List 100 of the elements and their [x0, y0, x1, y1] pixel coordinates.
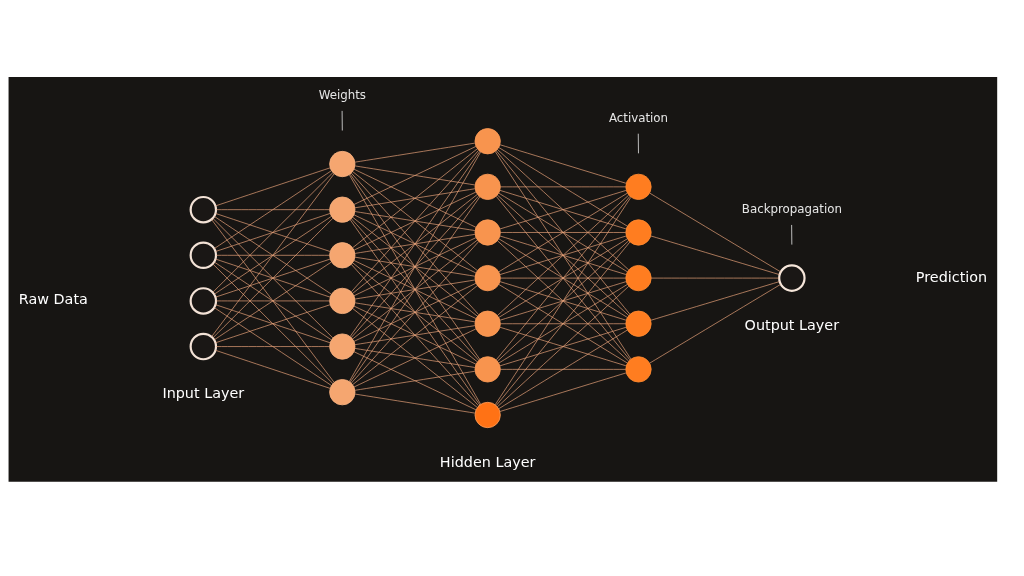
connector — [498, 237, 628, 318]
connector — [354, 210, 476, 231]
label: Raw Data — [18, 290, 88, 307]
connector — [341, 109, 343, 131]
connector — [211, 218, 335, 383]
connector — [350, 195, 479, 338]
node-circle — [625, 355, 652, 382]
connector — [349, 195, 481, 382]
node-circle — [329, 332, 356, 360]
connector — [499, 143, 627, 184]
node-circle — [189, 286, 218, 315]
node-circle — [474, 401, 501, 428]
connector — [350, 172, 479, 315]
node-circle — [189, 332, 218, 360]
connector — [215, 345, 330, 347]
connector — [349, 150, 481, 337]
node-circle — [778, 263, 806, 292]
connector — [649, 192, 781, 272]
node-circle — [625, 173, 652, 200]
connector — [354, 393, 476, 414]
node-circle — [329, 150, 356, 177]
connector — [499, 189, 627, 229]
node-circle — [329, 378, 356, 405]
node-circle — [189, 195, 218, 223]
label: Hidden Layer — [439, 453, 536, 470]
connector — [353, 327, 477, 387]
connector — [498, 329, 628, 409]
connector — [500, 231, 627, 233]
connector — [649, 283, 781, 364]
node-circle — [474, 173, 501, 200]
node-circle — [625, 264, 652, 291]
connector — [637, 132, 639, 154]
node-text: Backpropagation — [741, 201, 842, 216]
node-circle — [474, 127, 501, 154]
connector — [354, 301, 476, 322]
connector — [500, 368, 627, 370]
connector — [650, 277, 780, 279]
connector — [215, 254, 330, 256]
connector — [498, 146, 628, 227]
connector — [353, 145, 477, 205]
connector — [350, 263, 479, 406]
connector — [215, 212, 331, 252]
connector — [496, 194, 630, 316]
connector — [352, 284, 478, 385]
connector — [353, 305, 477, 365]
connector — [213, 215, 332, 295]
connector — [496, 239, 630, 362]
connector — [354, 347, 476, 368]
connector — [352, 193, 478, 294]
connector — [650, 234, 780, 275]
connector — [500, 185, 627, 187]
connector — [213, 261, 332, 340]
connector — [499, 372, 627, 412]
label: Output Layer — [744, 316, 840, 333]
connector — [215, 166, 331, 206]
connector — [499, 280, 627, 321]
connector — [215, 299, 330, 301]
connector — [354, 256, 476, 277]
node-circle — [625, 310, 652, 337]
node-circle — [189, 241, 218, 269]
connector — [212, 171, 334, 293]
connector — [352, 307, 478, 408]
connector — [494, 196, 632, 405]
connector — [495, 149, 631, 315]
connector — [215, 208, 330, 210]
connector — [215, 349, 331, 389]
connector — [212, 262, 334, 384]
connector — [354, 324, 476, 345]
connector — [354, 279, 476, 299]
connector — [495, 240, 631, 406]
connector — [499, 326, 627, 366]
connector — [354, 187, 476, 208]
node-circle — [474, 218, 501, 246]
connector — [350, 240, 479, 384]
connector — [791, 224, 793, 245]
label: Input Layer — [162, 384, 245, 401]
connector — [353, 236, 477, 296]
connector — [349, 218, 481, 405]
connector — [215, 258, 331, 298]
connector — [348, 173, 482, 405]
connector — [500, 277, 627, 279]
node-circle — [474, 355, 501, 382]
connector — [494, 150, 632, 359]
node-circle — [625, 218, 652, 246]
connector — [350, 149, 479, 292]
connector — [495, 195, 631, 360]
connector — [211, 172, 335, 337]
connector — [500, 322, 627, 324]
connector — [353, 350, 477, 410]
connector — [213, 169, 332, 249]
connector — [353, 168, 477, 228]
connector — [353, 213, 477, 273]
connector — [499, 235, 627, 275]
connector — [354, 164, 476, 185]
connector — [352, 170, 478, 271]
connector — [650, 280, 780, 321]
connector — [213, 306, 332, 386]
connector — [353, 259, 477, 319]
connector — [352, 239, 478, 340]
connector — [354, 142, 476, 163]
